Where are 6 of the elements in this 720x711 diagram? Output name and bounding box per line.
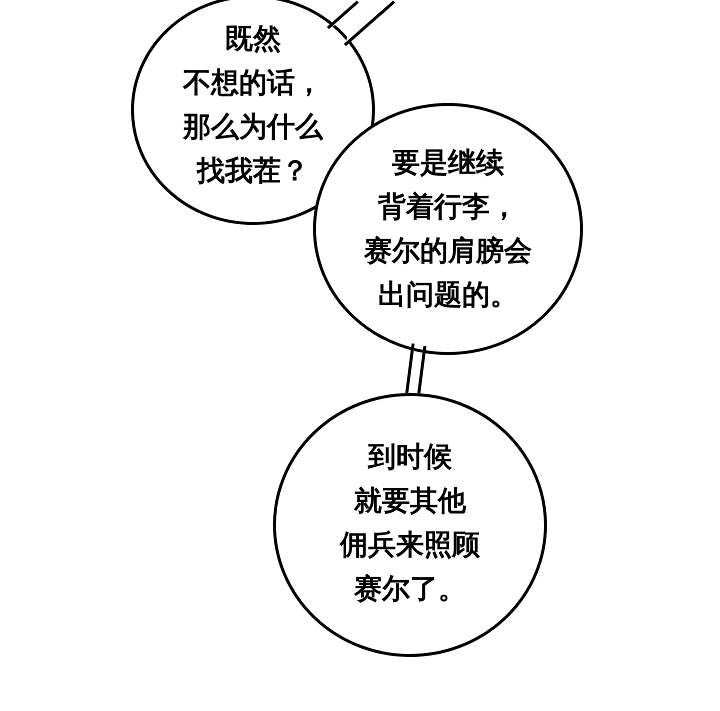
bubble-tail xyxy=(326,0,396,47)
bubble-text: 要是继续背着行李，赛尔的肩膀会出问题的。 xyxy=(364,145,532,313)
bubble-text: 既然不想的话，那么为什么找我茬？ xyxy=(183,21,323,189)
bubble-tail xyxy=(405,342,426,395)
bubble-text: 到时候就要其他佣兵来照顾赛尔了。 xyxy=(340,439,480,607)
speech-bubble xyxy=(273,393,547,657)
